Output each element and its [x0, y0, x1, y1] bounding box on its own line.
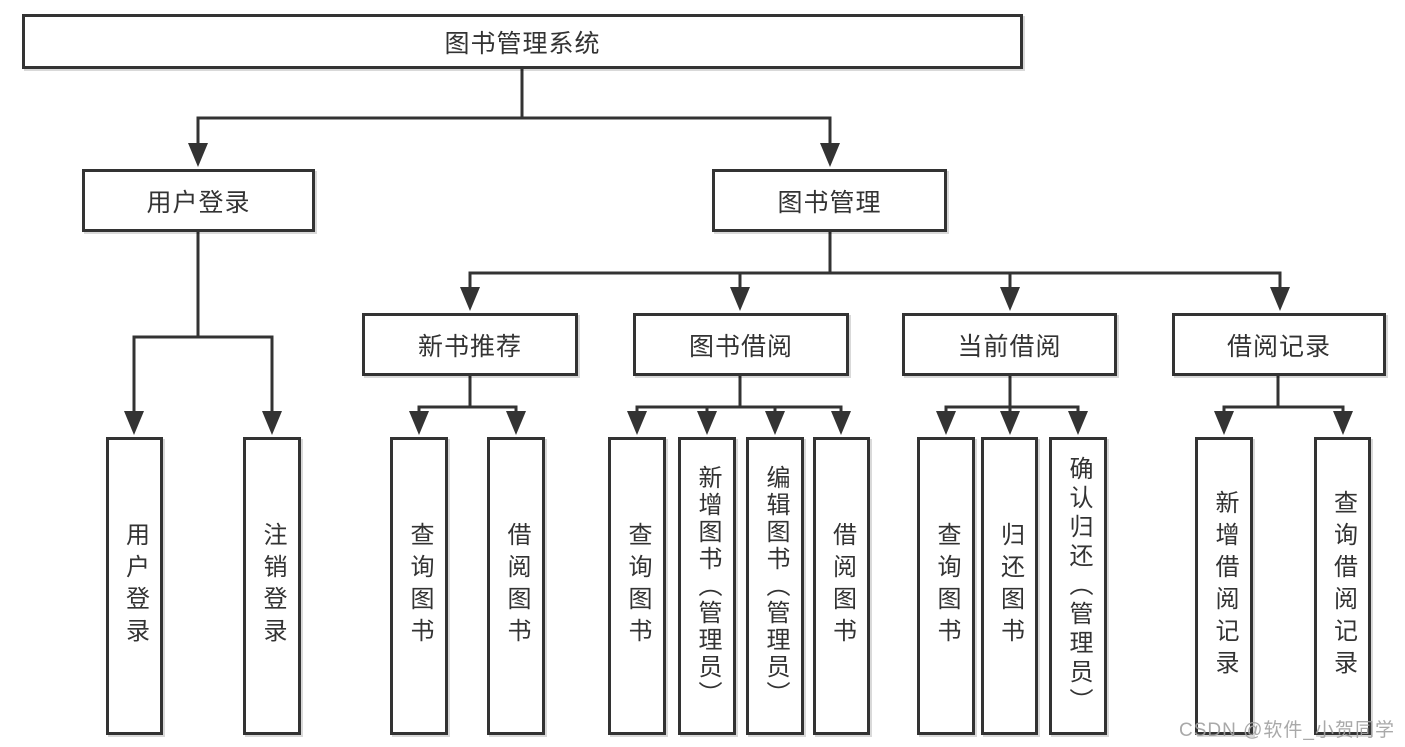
watermark: CSDN @软件_小贺同学 [1179, 720, 1395, 741]
node-user-login: 用户登录 [82, 169, 315, 232]
node-label: 图书借阅 [688, 332, 793, 361]
node-book-borrow: 图书借阅 [633, 313, 849, 376]
leaf-add-book-admin: 新增图书（管理员） [678, 437, 736, 735]
node-borrow-records: 借阅记录 [1172, 313, 1386, 376]
leaf-label: 借阅图书 [828, 522, 856, 650]
leaf-label: 确认归还（管理员） [1065, 455, 1092, 717]
leaf-user-login: 用户登录 [106, 437, 163, 735]
leaf-borrow-books-borrow: 借阅图书 [813, 437, 870, 735]
leaf-label: 查询图书 [933, 522, 960, 650]
node-current-borrow: 当前借阅 [902, 313, 1117, 376]
leaf-query-books-borrow: 查询图书 [608, 437, 666, 735]
arrowhead-icons [124, 143, 1353, 435]
node-new-book-recommend: 新书推荐 [362, 313, 578, 376]
node-label: 图书管理 [777, 188, 882, 217]
leaf-query-books-newbook: 查询图书 [390, 437, 448, 735]
node-label: 图书管理系统 [444, 29, 601, 58]
node-label: 当前借阅 [957, 332, 1062, 361]
leaf-edit-book-admin: 编辑图书（管理员） [746, 437, 804, 735]
leaf-confirm-return-admin: 确认归还（管理员） [1049, 437, 1107, 735]
leaf-borrow-books-newbook: 借阅图书 [487, 437, 545, 735]
leaf-label: 归还图书 [996, 522, 1024, 650]
node-label: 用户登录 [146, 188, 251, 217]
leaf-label: 查询借阅记录 [1329, 490, 1357, 682]
leaf-label: 新增借阅记录 [1211, 490, 1238, 682]
node-book-management: 图书管理 [712, 169, 947, 232]
leaf-label: 注销登录 [259, 522, 286, 650]
leaf-add-borrow-record: 新增借阅记录 [1195, 437, 1253, 735]
leaf-logout: 注销登录 [243, 437, 301, 735]
leaf-label: 编辑图书（管理员） [762, 464, 789, 708]
leaf-return-books: 归还图书 [981, 437, 1038, 735]
leaf-label: 查询图书 [406, 522, 433, 650]
node-label: 新书推荐 [417, 332, 522, 361]
leaf-label: 借阅图书 [503, 522, 530, 650]
leaf-query-books-current: 查询图书 [917, 437, 975, 735]
leaf-label: 用户登录 [121, 522, 149, 650]
node-library-management-system: 图书管理系统 [22, 14, 1023, 69]
leaf-label: 新增图书（管理员） [694, 464, 721, 708]
leaf-query-borrow-record: 查询借阅记录 [1314, 437, 1371, 735]
node-label: 借阅记录 [1226, 332, 1331, 361]
leaf-label: 查询图书 [624, 522, 651, 650]
